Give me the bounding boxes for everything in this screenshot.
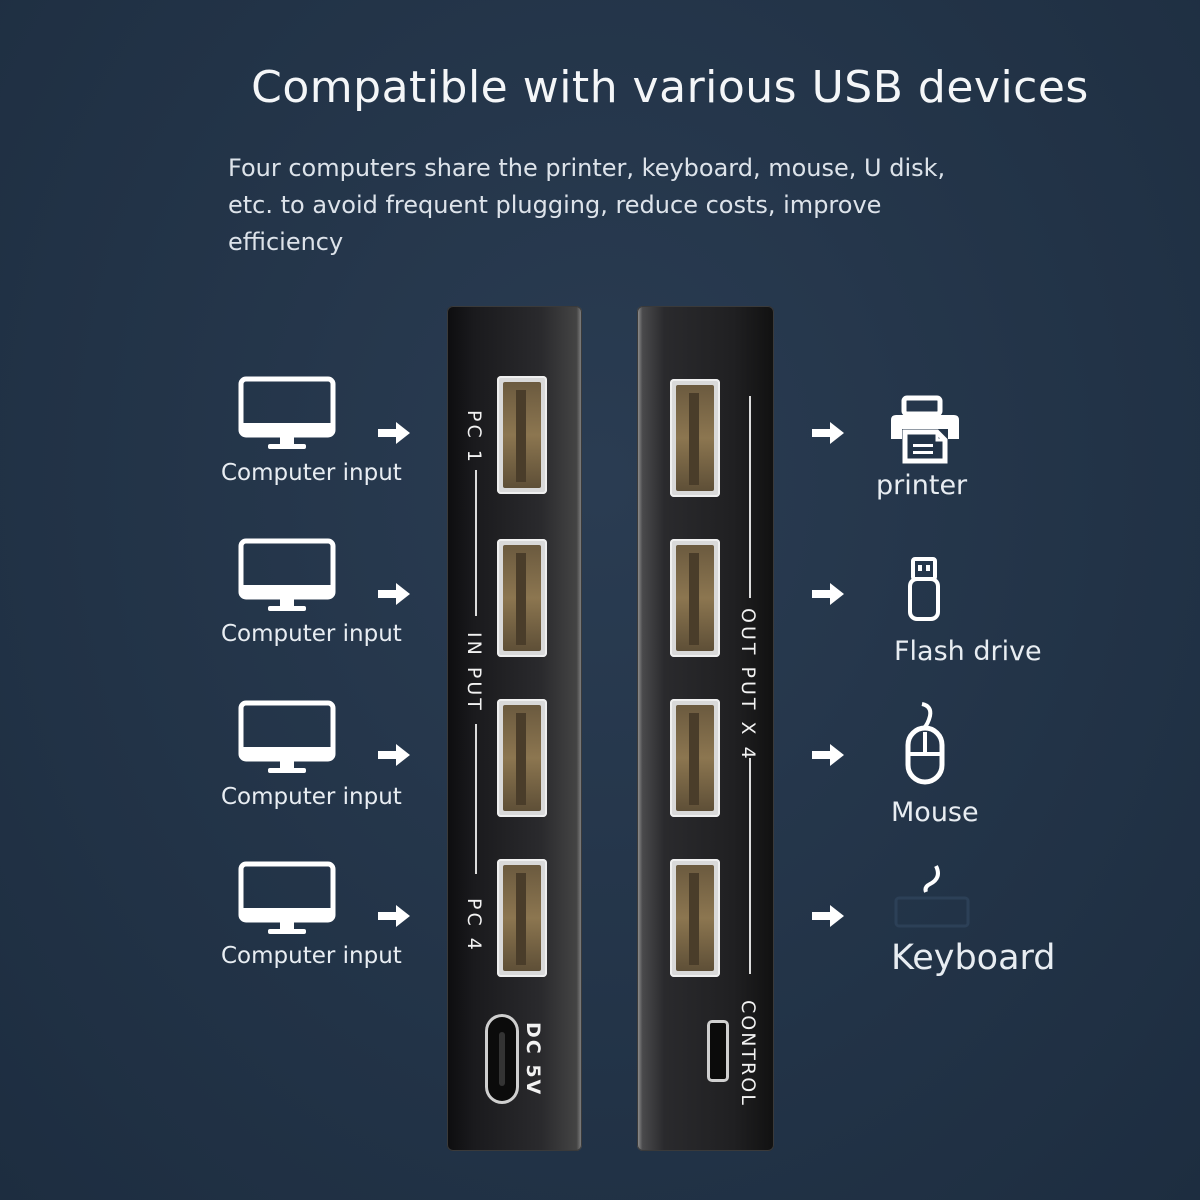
monitor-icon xyxy=(238,700,336,773)
keyboard-icon xyxy=(894,865,970,928)
usb-port-out3 xyxy=(670,699,720,817)
arrow-right-icon xyxy=(812,905,844,927)
usb-port-pc4 xyxy=(497,859,547,977)
switch-output-panel: OUT PUT X 4 CONTROL xyxy=(637,306,774,1151)
monitor-icon xyxy=(238,861,336,934)
output-label-vertical: OUT PUT X 4 xyxy=(737,608,759,762)
monitor-icon xyxy=(238,376,336,449)
arrow-right-icon xyxy=(378,583,410,605)
page-subtitle: Four computers share the printer, keyboa… xyxy=(228,154,946,256)
usb-c-power-port xyxy=(485,1014,519,1104)
output-label: Keyboard xyxy=(891,938,1056,978)
usb-port-pc3 xyxy=(497,699,547,817)
arrow-right-icon xyxy=(812,583,844,605)
divider-line xyxy=(749,758,751,974)
usb-port-out4 xyxy=(670,859,720,977)
output-label: Mouse xyxy=(891,797,979,828)
arrow-right-icon xyxy=(378,744,410,766)
flash-drive-icon xyxy=(908,557,940,621)
arrow-right-icon xyxy=(378,422,410,444)
divider-line xyxy=(749,396,751,598)
mouse-icon xyxy=(905,702,945,785)
power-label: DC 5V xyxy=(522,1022,544,1097)
usb-port-out2 xyxy=(670,539,720,657)
input-label: Computer input xyxy=(221,784,402,810)
arrow-right-icon xyxy=(812,422,844,444)
pc1-label: PC 1 xyxy=(463,410,485,465)
pc4-label: PC 4 xyxy=(463,898,485,953)
arrow-right-icon xyxy=(812,744,844,766)
usb-port-pc1 xyxy=(497,376,547,494)
monitor-icon xyxy=(238,538,336,611)
printer-icon xyxy=(891,395,959,464)
arrow-right-icon xyxy=(378,905,410,927)
output-label: Flash drive xyxy=(894,636,1042,667)
input-label: Computer input xyxy=(221,460,402,486)
control-label: CONTROL xyxy=(737,1000,759,1107)
switch-input-panel: PC 1 IN PUT PC 4 DC 5V xyxy=(447,306,582,1151)
divider-line xyxy=(475,724,477,874)
input-label: Computer input xyxy=(221,943,402,969)
input-label-vertical: IN PUT xyxy=(463,632,485,713)
page-title: Compatible with various USB devices xyxy=(251,62,1089,113)
usb-port-out1 xyxy=(670,379,720,497)
micro-usb-control-port xyxy=(707,1020,729,1082)
input-label: Computer input xyxy=(221,621,402,647)
output-label: printer xyxy=(876,470,968,501)
usb-port-pc2 xyxy=(497,539,547,657)
divider-line xyxy=(475,470,477,616)
